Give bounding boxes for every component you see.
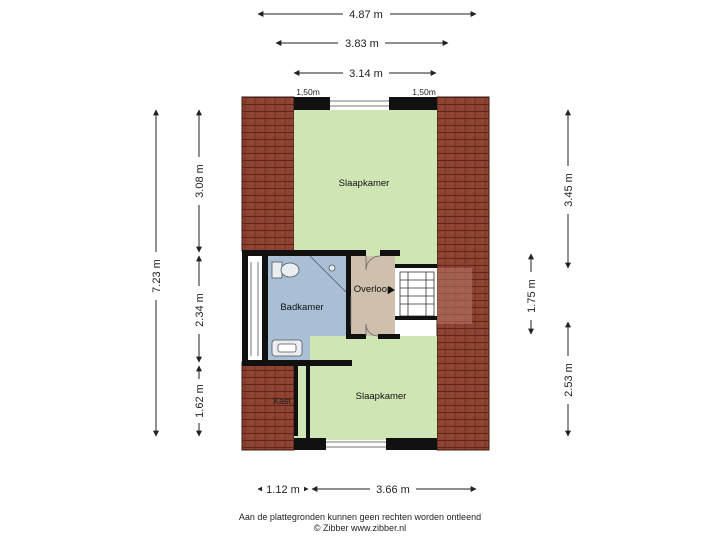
room-label-bedroom-top: Slaapkamer — [339, 178, 390, 189]
shower-icon — [309, 255, 347, 293]
room-bedroom-top — [294, 110, 437, 266]
dimension-label: 1.75 m — [526, 279, 538, 313]
room-label-closet: Kast — [273, 396, 292, 406]
dimension-label: 3.08 m — [194, 164, 206, 198]
dimension-label: 2.53 m — [563, 363, 575, 397]
window-width-left: 1,50m — [296, 87, 320, 97]
roof-tiles-stair-overlay — [437, 268, 472, 324]
dimension-top-floor: 3.14 m — [293, 66, 437, 80]
dimension-right-upper: 3.45 m — [560, 109, 576, 269]
dimension-label: 1.12 m — [266, 484, 300, 496]
roof-tiles-left-upper — [241, 96, 295, 252]
dimension-left-upper: 3.08 m — [191, 109, 207, 253]
dimension-left-middle: 2.34 m — [191, 255, 207, 363]
footer-disclaimer: Aan de plattegronden kunnen geen rechten… — [238, 512, 482, 522]
dimension-bottom-left: 1.12 m — [257, 482, 309, 496]
dimension-left-total: 7.23 m — [148, 109, 164, 437]
window-width-right: 1,50m — [412, 87, 436, 97]
dimension-label: 7.23 m — [151, 259, 163, 293]
dimension-right-lower: 2.53 m — [560, 321, 576, 437]
dimension-right-middle: 1.75 m — [523, 253, 539, 335]
dimension-label: 3.66 m — [376, 484, 410, 496]
doors — [350, 255, 381, 337]
room-landing — [351, 256, 395, 336]
dimension-label: 1.62 m — [194, 384, 206, 418]
room-label-landing: Overloop — [354, 284, 393, 295]
room-label-bedroom-bottom: Slaapkamer — [356, 391, 407, 402]
stairs — [399, 271, 435, 317]
room-label-bathroom: Badkamer — [280, 302, 323, 313]
dimension-top-inner: 3.83 m — [275, 36, 449, 50]
dimension-label: 2.34 m — [194, 293, 206, 327]
dimension-left-lower: 1.62 m — [191, 365, 207, 437]
windows — [250, 100, 389, 448]
dimension-label: 3.14 m — [349, 68, 383, 80]
dimension-top-total: 4.87 m — [257, 7, 477, 21]
roof-tiles-left-lower — [241, 361, 295, 451]
stair-direction-arrow-icon — [388, 286, 395, 294]
footer-copyright: © Zibber www.zibber.nl — [313, 523, 407, 533]
toilet-icon — [271, 261, 300, 279]
dimension-label: 3.45 m — [563, 173, 575, 207]
sink-icon — [271, 339, 303, 357]
walls — [242, 97, 437, 450]
dimension-bottom-right: 3.66 m — [311, 482, 477, 496]
room-bedroom-bottom — [310, 336, 437, 440]
dimension-label: 4.87 m — [349, 9, 383, 21]
dimension-label: 3.83 m — [345, 38, 379, 50]
